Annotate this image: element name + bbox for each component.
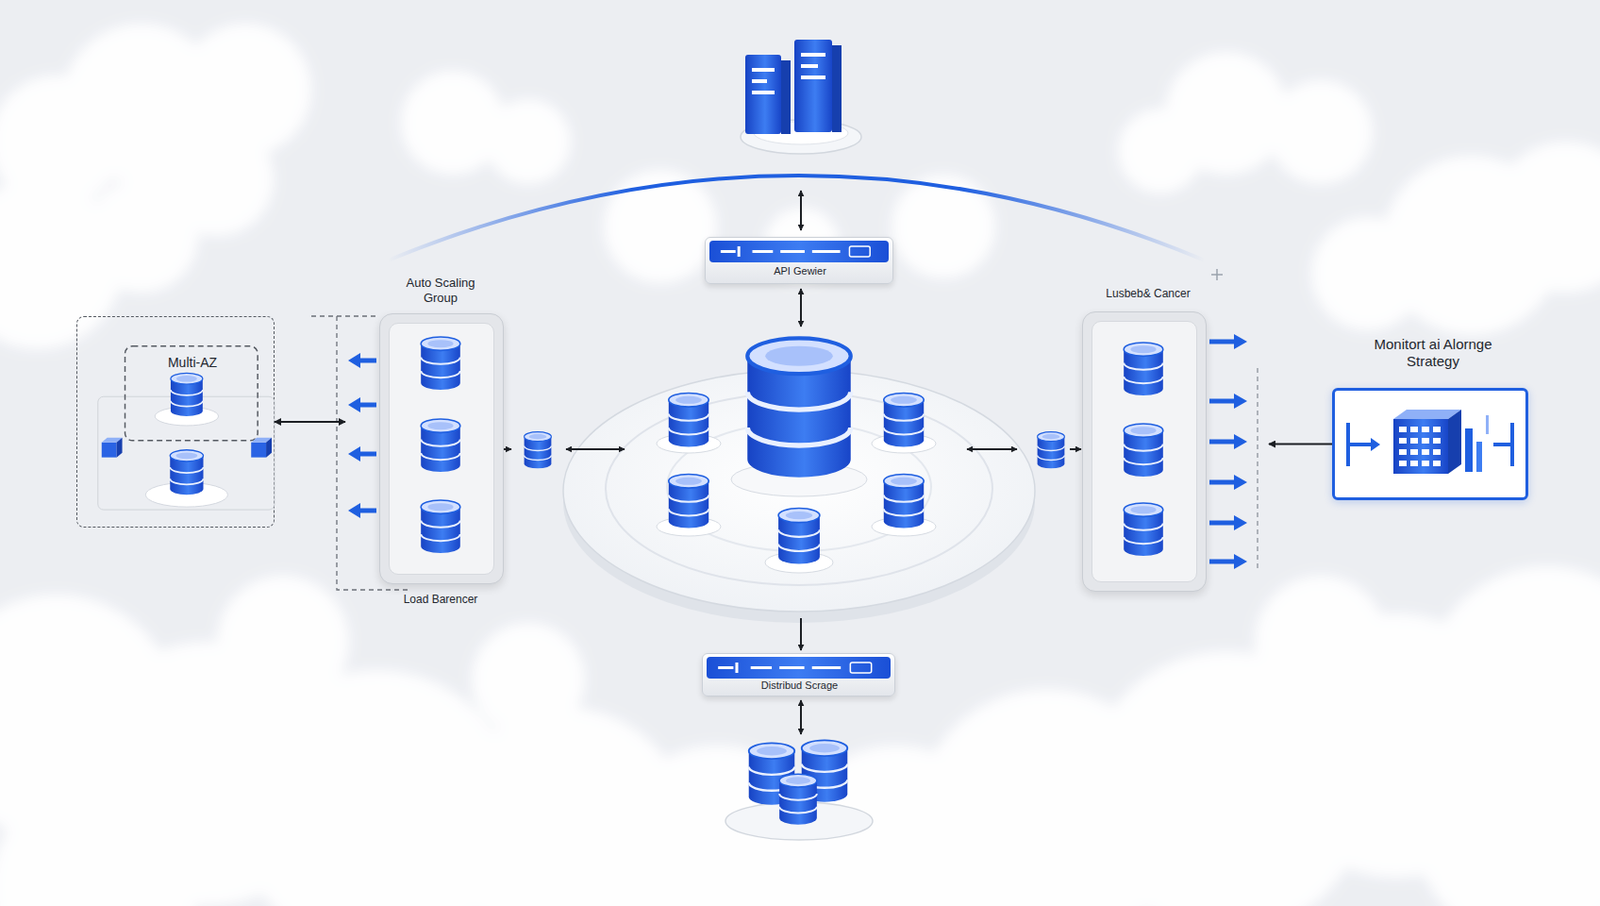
node-label: Load Barencer <box>379 592 502 606</box>
node-label: Auto Scaling Group <box>393 275 488 305</box>
node-label: Multi-AZ <box>125 354 260 371</box>
link-arrow <box>966 448 1017 450</box>
bar-band <box>706 656 891 679</box>
link-arrow <box>1069 448 1082 450</box>
server-icon <box>740 39 862 154</box>
node-label: API Gewier <box>705 265 895 278</box>
bar-marks <box>709 240 889 263</box>
node-label: Monitort ai Alornge Strategy <box>1352 335 1514 370</box>
cloud-group <box>0 23 1600 906</box>
balancer-group: Lusbeb& Cancer <box>1082 311 1269 590</box>
connector-arrow <box>1268 443 1333 446</box>
multi-az-art <box>77 316 274 527</box>
monitor-box: Monitort ai Alornge Strategy <box>1332 387 1529 500</box>
node-label: Lusbeb& Cancer <box>1067 286 1229 300</box>
zone-group: Multi-AZ <box>76 316 275 528</box>
node-label: Distribud Scrage <box>702 679 897 692</box>
bar-marks <box>706 656 891 679</box>
connector-icon <box>524 432 1066 469</box>
link-arrow <box>566 448 625 450</box>
storage-bar: Distribud Scrage <box>701 652 896 697</box>
link-arrow <box>800 288 802 327</box>
central-hub <box>563 337 1035 623</box>
bar-band <box>709 240 889 263</box>
storage-cluster <box>725 739 873 840</box>
monitor-art <box>1334 390 1526 498</box>
balancer-art <box>1082 311 1269 590</box>
link-arrow <box>800 700 802 734</box>
link-arrow <box>800 617 802 650</box>
sparkle <box>1211 268 1223 281</box>
connector-arrow <box>274 420 346 423</box>
scaling-art <box>345 313 502 583</box>
gateway-bar: API Gewier <box>704 236 894 284</box>
scaling-group: Auto Scaling GroupLoad Barencer <box>345 313 502 583</box>
link-arrow <box>800 190 802 231</box>
